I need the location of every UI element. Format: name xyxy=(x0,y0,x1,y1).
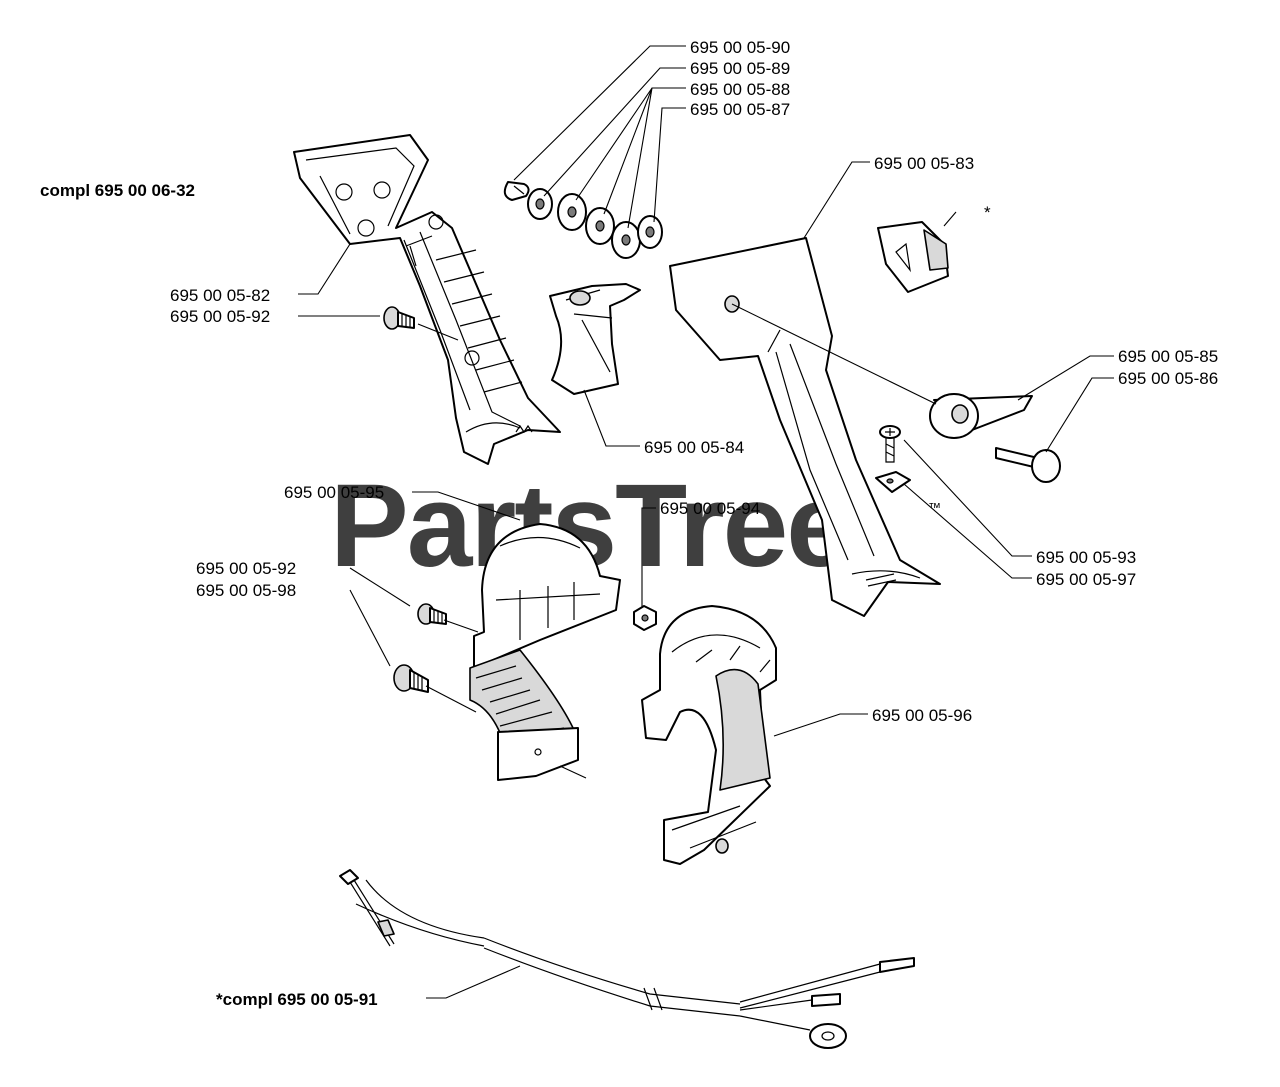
screws-lower xyxy=(393,603,447,693)
throttle-lever xyxy=(929,393,1061,483)
label-695-00-05-86: 695 00 05-86 xyxy=(1118,369,1218,388)
part-labels: compl 695 00 06-32 695 00 05-90 695 00 0… xyxy=(40,38,1218,1009)
label-assembly-left: compl 695 00 06-32 xyxy=(40,181,195,200)
screw-and-washer xyxy=(875,425,911,493)
label-695-00-05-92-lower: 695 00 05-92 xyxy=(196,559,296,578)
label-695-00-05-90: 695 00 05-90 xyxy=(690,38,790,57)
screw-top xyxy=(383,306,415,330)
label-695-00-05-92-top: 695 00 05-92 xyxy=(170,307,270,326)
label-695-00-05-82: 695 00 05-82 xyxy=(170,286,270,305)
right-handle-half xyxy=(669,237,941,617)
label-695-00-05-94: 695 00 05-94 xyxy=(660,499,760,518)
label-695-00-05-97: 695 00 05-97 xyxy=(1036,570,1136,589)
label-695-00-05-89: 695 00 05-89 xyxy=(690,59,790,78)
label-asterisk-note: * xyxy=(984,203,991,222)
label-695-00-05-88: 695 00 05-88 xyxy=(690,80,790,99)
clamp-half-upper xyxy=(469,523,621,781)
label-695-00-05-83: 695 00 05-83 xyxy=(874,154,974,173)
grip-insert xyxy=(877,221,949,293)
label-695-00-05-93: 695 00 05-93 xyxy=(1036,548,1136,567)
label-695-00-05-85: 695 00 05-85 xyxy=(1118,347,1218,366)
square-nut xyxy=(633,605,657,631)
label-assembly-wire: *compl 695 00 05-91 xyxy=(216,990,378,1009)
label-695-00-05-96: 695 00 05-96 xyxy=(872,706,972,725)
clip-and-washers xyxy=(503,181,663,259)
label-695-00-05-98: 695 00 05-98 xyxy=(196,581,296,600)
leader-lines xyxy=(298,45,1114,999)
label-695-00-05-87: 695 00 05-87 xyxy=(690,100,790,119)
watermark-trademark: ™ xyxy=(928,500,941,515)
label-695-00-05-84: 695 00 05-84 xyxy=(644,438,744,457)
label-695-00-05-95: 695 00 05-95 xyxy=(284,483,384,502)
clamp-half-lower xyxy=(641,605,777,865)
trigger xyxy=(549,283,641,395)
wire-harness xyxy=(339,869,915,1049)
left-handle-half xyxy=(293,134,561,465)
